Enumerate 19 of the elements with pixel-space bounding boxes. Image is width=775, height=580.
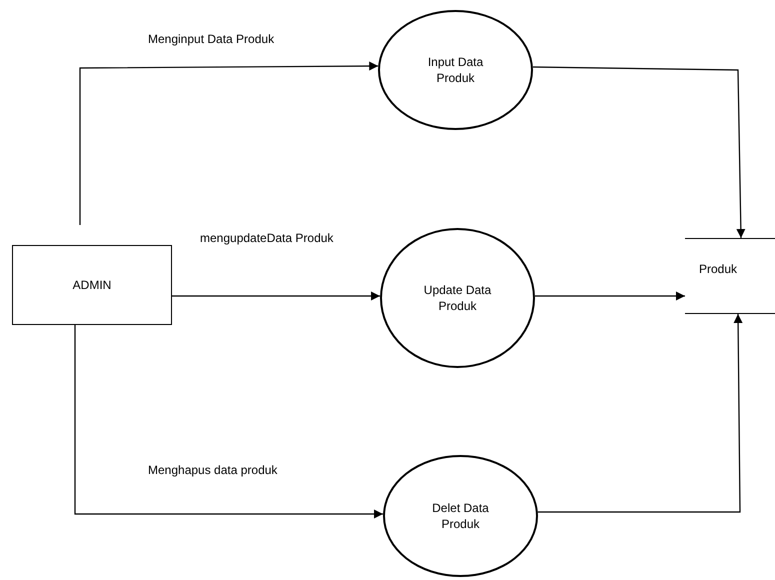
node-label: Update Data Produk (422, 282, 492, 314)
node-label: Input Data Produk (426, 54, 484, 86)
data-store (685, 238, 775, 314)
process-circle (378, 10, 533, 130)
edge-label: mengupdateData Produk (200, 231, 334, 245)
node-label: Delet Data Produk (431, 500, 490, 532)
external-entity-box (12, 245, 172, 325)
arrow (79, 62, 378, 225)
arrow (172, 292, 380, 300)
process-circle (383, 455, 538, 577)
node-label: ADMIN (72, 276, 112, 294)
arrow (534, 292, 685, 300)
node-label: Produk (699, 261, 738, 278)
arrow (532, 66, 746, 238)
arrow (74, 325, 384, 518)
edge-label: Menginput Data Produk (148, 32, 274, 46)
process-circle (380, 228, 535, 368)
arrow (538, 314, 743, 513)
edge-label: Menghapus data produk (148, 463, 278, 477)
